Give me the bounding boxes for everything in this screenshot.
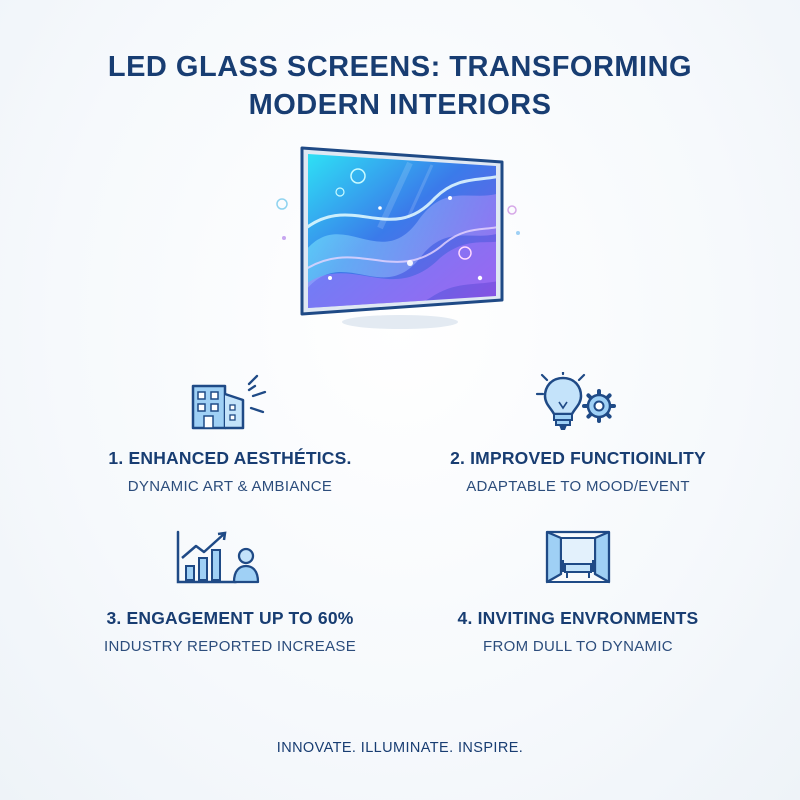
feature-subtext: DYNAMIC ART & AMBIANCE xyxy=(127,478,333,495)
feature-subtext: INDUSTRY REPORTED INCREASE xyxy=(103,638,357,655)
feature-heading: 1. ENHANCED AESTHÉTICS. xyxy=(108,448,352,468)
room-interior-icon xyxy=(545,530,611,584)
feature-inviting-environments: 4. INVITING ENVRONMENTS FROM DULL TO DYN… xyxy=(398,528,758,655)
led-screen-illustration xyxy=(276,146,520,329)
screen-shadow xyxy=(342,315,458,329)
feature-heading: 4. INVITING ENVRONMENTS xyxy=(457,608,699,628)
tagline: INNOVATE. ILLUMINATE. INSPIRE. xyxy=(276,740,524,756)
feature-engagement: 3. ENGAGEMENT UP TO 60% INDUSTRY REPORTE… xyxy=(50,528,410,655)
lightbulb-gear-icon xyxy=(535,372,616,430)
building-icon xyxy=(191,374,267,430)
feature-subtext: FROM DULL TO DYNAMIC xyxy=(483,638,673,655)
feature-heading: 3. ENGAGEMENT UP TO 60% xyxy=(106,608,354,628)
growth-chart-user-icon xyxy=(176,530,260,584)
feature-enhanced-aesthetics: 1. ENHANCED AESTHÉTICS. DYNAMIC ART & AM… xyxy=(50,372,410,495)
page-title-line-1: LED GLASS SCREENS: TRANSFORMING xyxy=(107,51,693,83)
feature-subtext: ADAPTABLE TO MOOD/EVENT xyxy=(466,478,690,495)
page-title-line-2: MODERN INTERIORS xyxy=(248,89,552,121)
feature-improved-functionality: 2. IMPROVED FUNCTIOINLITY ADAPTABLE TO M… xyxy=(398,372,758,495)
feature-heading: 2. IMPROVED FUNCTIOINLITY xyxy=(450,448,706,468)
page-title: LED GLASS SCREENS: TRANSFORMING MODERN I… xyxy=(0,48,800,124)
